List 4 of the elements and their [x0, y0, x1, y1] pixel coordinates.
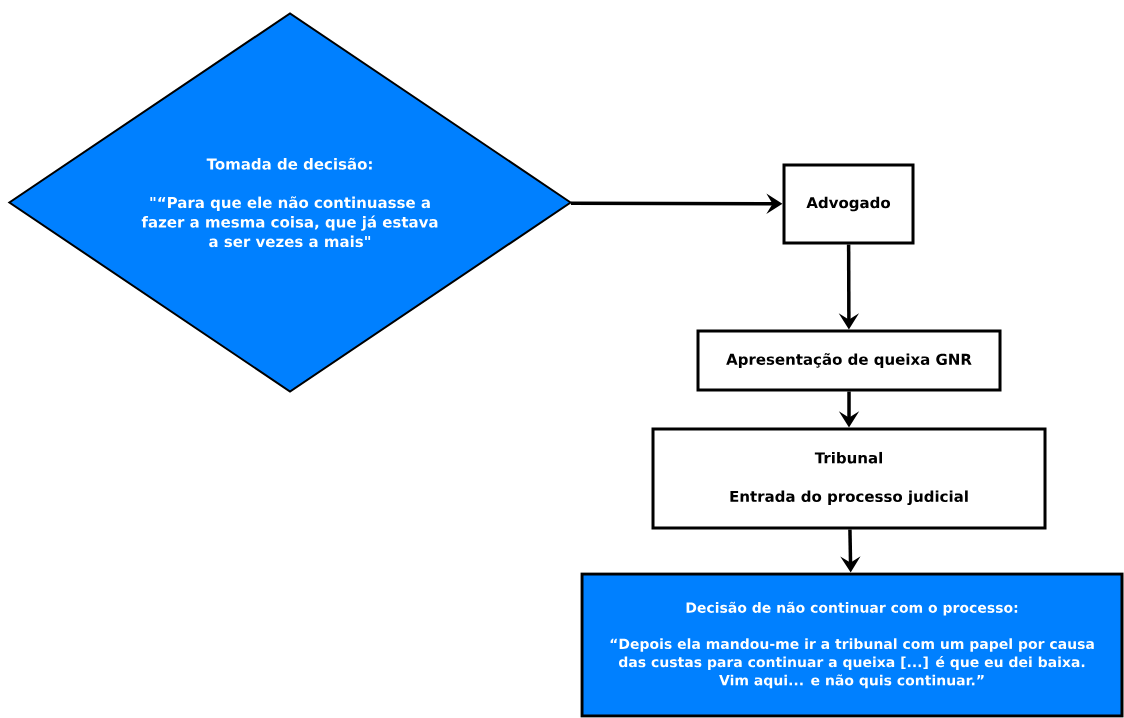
- process-box: Advogado: [782, 163, 915, 245]
- process-box: Tribunal Entrada do processo judicial: [651, 427, 1047, 530]
- process-box: Decisão de não continuar com o processo: “Depois ela mandou-me ir a tribunal com um papel por causa das custas para continuar a queixa [...] é que eu dei baixa. Vim aqui... e não quis continuar.”: [580, 572, 1124, 718]
- process-box: Apresentação de queixa GNR: [696, 329, 1002, 392]
